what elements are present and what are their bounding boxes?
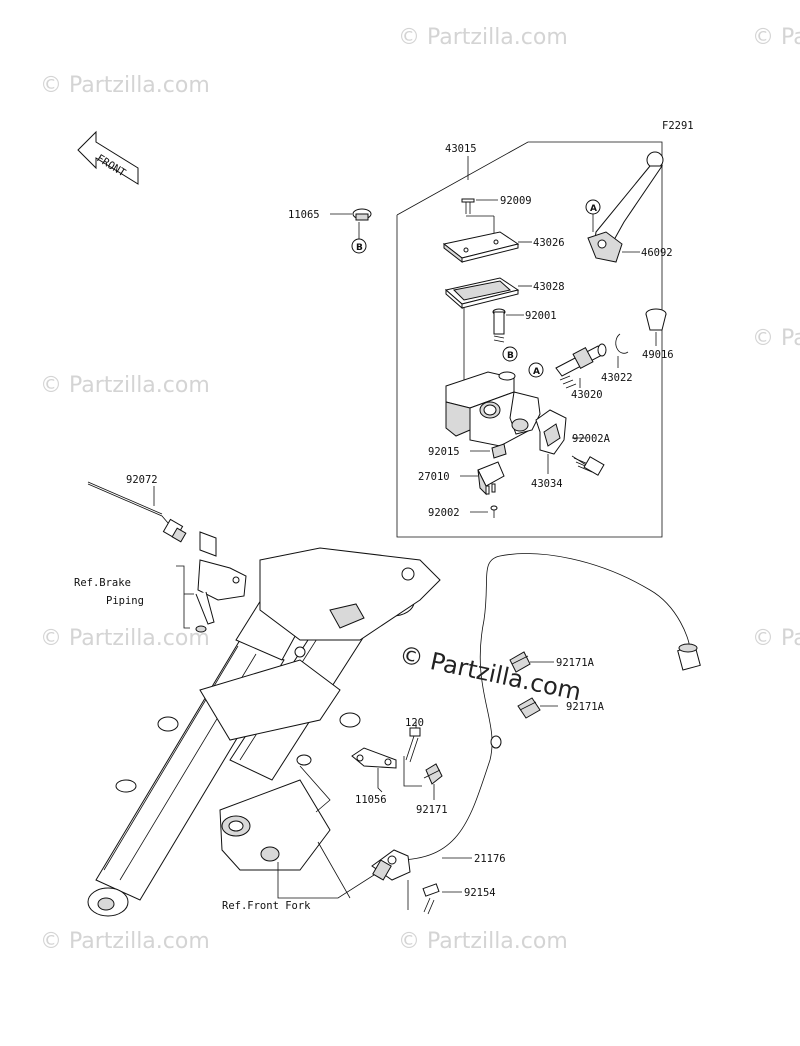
part-label-43028: 43028	[533, 281, 565, 293]
ref-brake-line1: Ref.Brake	[74, 577, 131, 589]
part-label-11065: 11065	[288, 209, 320, 221]
master-cylinder-body	[445, 371, 541, 447]
watermark-layer: © Partzilla.com © Partzilla.com © Partzi…	[40, 25, 800, 954]
bolt-120	[405, 727, 421, 763]
part-label-43015: 43015	[445, 143, 477, 155]
clip-92171	[423, 763, 443, 785]
ref-front-fork: Ref.Front Fork	[222, 900, 311, 912]
watermark: © Partzilla.com	[40, 373, 210, 398]
part-label-120: 120	[405, 717, 424, 729]
clamp-92171A	[517, 697, 541, 719]
part-label-11056: 11056	[355, 794, 387, 806]
part-label-21176: 21176	[474, 853, 506, 865]
part-label-92154: 92154	[464, 887, 496, 899]
part-label-46092: 46092	[641, 247, 673, 259]
callout-a-label: A	[590, 204, 597, 214]
part-label-92001: 92001	[525, 310, 557, 322]
bolt-92154	[422, 883, 440, 915]
diagram-code: F2291	[662, 120, 694, 132]
assembly-frame	[396, 141, 663, 538]
grommet	[490, 735, 502, 749]
watermark: © Partzilla.com	[40, 929, 210, 954]
watermark: © Partzilla.com	[40, 626, 210, 651]
part-label-92171A-2: 92171A	[566, 701, 605, 713]
part-label-92072: 92072	[126, 474, 158, 486]
wire-92072	[87, 483, 175, 531]
part-label-92009: 92009	[500, 195, 532, 207]
callout-b-label: B	[507, 351, 514, 361]
wheel-sensor-21176	[371, 849, 411, 881]
front-arrow-icon: FRONT	[77, 130, 139, 185]
switch-27010	[477, 461, 505, 496]
clamp-92171A	[509, 651, 531, 673]
part-label-92002: 92002	[428, 507, 460, 519]
bolt-92002A	[571, 455, 605, 476]
callout-a-label: A	[533, 367, 540, 377]
screw-92002	[490, 505, 498, 518]
circlip-43022	[615, 333, 629, 354]
watermark: © Partzilla.com	[752, 326, 800, 351]
brake-piping-bracket	[195, 531, 247, 633]
part-label-43026: 43026	[533, 237, 565, 249]
bracket-11056	[351, 747, 397, 769]
sensor-wire-21176	[395, 553, 691, 861]
part-label-92015: 92015	[428, 446, 460, 458]
reservoir-cap-43026	[442, 231, 520, 264]
watermark: © Partzilla.com	[752, 25, 800, 50]
diaphragm-43028	[444, 277, 520, 310]
connector-92072	[162, 518, 187, 543]
part-label-43020: 43020	[571, 389, 603, 401]
callout-a-icon	[528, 362, 544, 378]
watermark: © Partzilla.com	[398, 25, 568, 50]
part-label-27010: 27010	[418, 471, 450, 483]
part-label-92171: 92171	[416, 804, 448, 816]
part-label-92171A-1: 92171A	[556, 657, 595, 669]
watermark: © Partzilla.com	[40, 73, 210, 98]
watermark: © Partzilla.com	[398, 929, 568, 954]
part-label-49016: 49016	[642, 349, 674, 361]
front-fork-drawing	[87, 547, 441, 917]
watermark: © Partzilla.com	[752, 626, 800, 651]
boot-49016	[645, 308, 667, 331]
part-label-43034: 43034	[531, 478, 563, 490]
screw-92009	[461, 198, 475, 214]
ref-brake-line2: Piping	[106, 595, 144, 607]
clamp-43034	[535, 409, 567, 455]
part-label-43022: 43022	[601, 372, 633, 384]
center-watermark: © Partzilla.com	[397, 640, 584, 706]
pin-92001	[492, 308, 506, 343]
callout-b-icon	[502, 346, 518, 362]
callout-b-label: B	[356, 243, 363, 253]
piston-43020	[555, 343, 607, 389]
nut-92015	[491, 443, 507, 459]
cap-11065	[352, 208, 372, 221]
part-label-92002A: 92002A	[572, 433, 611, 445]
brake-lever-46092	[587, 151, 664, 263]
sensor-connector	[677, 643, 701, 671]
